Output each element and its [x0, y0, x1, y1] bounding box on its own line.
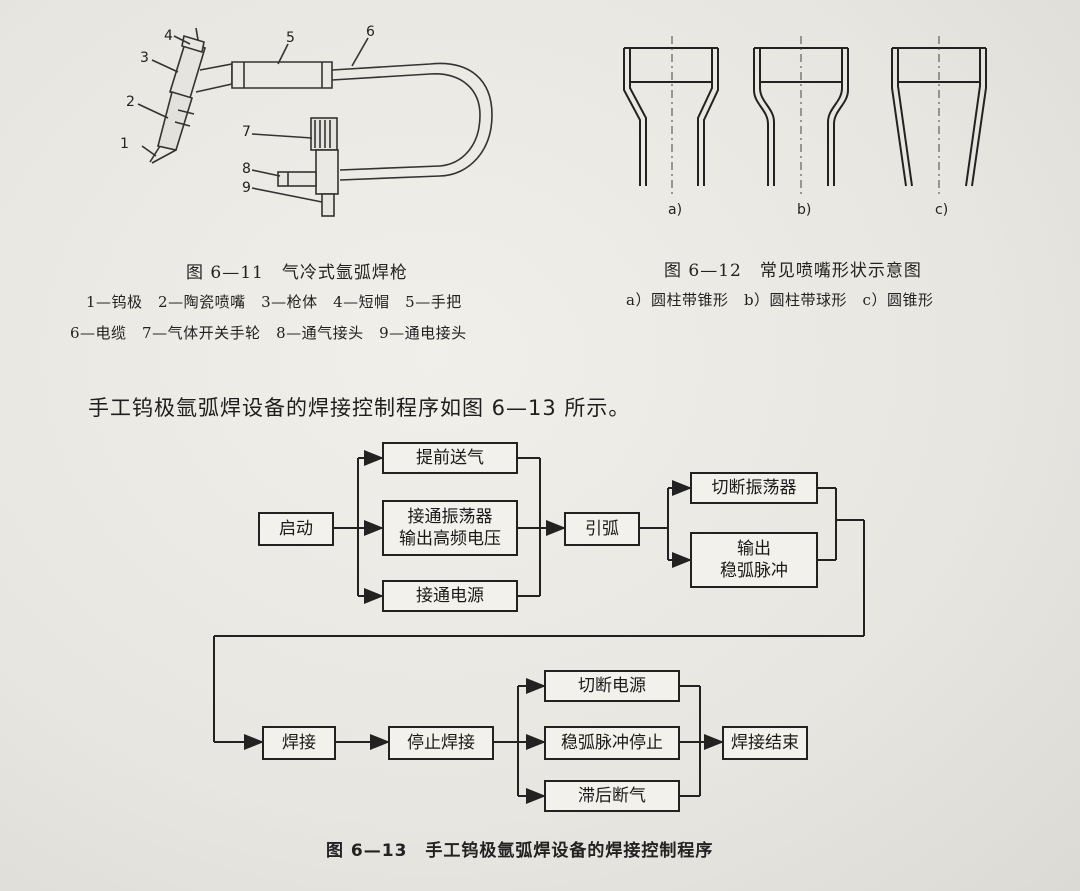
fig11-caption: 图 6—11 气冷式氩弧焊枪: [186, 263, 408, 283]
part-4-label: 4: [164, 28, 173, 44]
fig13-caption: 图 6—13 手工钨极氩弧焊设备的焊接控制程序: [326, 841, 714, 861]
intro-paragraph: 手工钨极氩弧焊设备的焊接控制程序如图 6—13 所示。: [88, 396, 631, 420]
part-5-label: 5: [286, 30, 295, 46]
box-arc-strike: 引弧: [564, 512, 640, 546]
nozzle-label-a: a): [668, 202, 683, 218]
nozzle-label-b: b): [797, 202, 812, 218]
box-oscillator-on: 接通振荡器输出高频电压: [382, 500, 518, 556]
box-start: 启动: [258, 512, 334, 546]
part-1-label: 1: [120, 136, 129, 152]
box-weld-end: 焊接结束: [722, 726, 808, 760]
part-9-label: 9: [242, 180, 251, 196]
box-oscillator-off: 切断振荡器: [690, 472, 818, 504]
box-pre-gas: 提前送气: [382, 442, 518, 474]
part-3-label: 3: [140, 50, 149, 66]
part-8-label: 8: [242, 161, 251, 177]
box-power-on: 接通电源: [382, 580, 518, 612]
fig11-legend-line2: 6—电缆 7—气体开关手轮 8—通气接头 9—通电接头: [70, 324, 467, 342]
box-stabilizing-pulse: 输出稳弧脉冲: [690, 532, 818, 588]
box-weld: 焊接: [262, 726, 336, 760]
box-pulse-stop: 稳弧脉冲停止: [544, 726, 680, 760]
part-7-label: 7: [242, 124, 251, 140]
nozzle-label-c: c): [935, 202, 949, 218]
part-6-label: 6: [366, 24, 375, 40]
box-power-off: 切断电源: [544, 670, 680, 702]
fig12-legend: a）圆柱带锥形 b）圆柱带球形 c）圆锥形: [626, 291, 934, 309]
box-post-gas: 滞后断气: [544, 780, 680, 812]
box-stop-weld: 停止焊接: [388, 726, 494, 760]
part-2-label: 2: [126, 94, 135, 110]
fig11-legend-line1: 1—钨极 2—陶瓷喷嘴 3—枪体 4—短帽 5—手把: [86, 293, 462, 311]
fig12-caption: 图 6—12 常见喷嘴形状示意图: [664, 261, 922, 281]
